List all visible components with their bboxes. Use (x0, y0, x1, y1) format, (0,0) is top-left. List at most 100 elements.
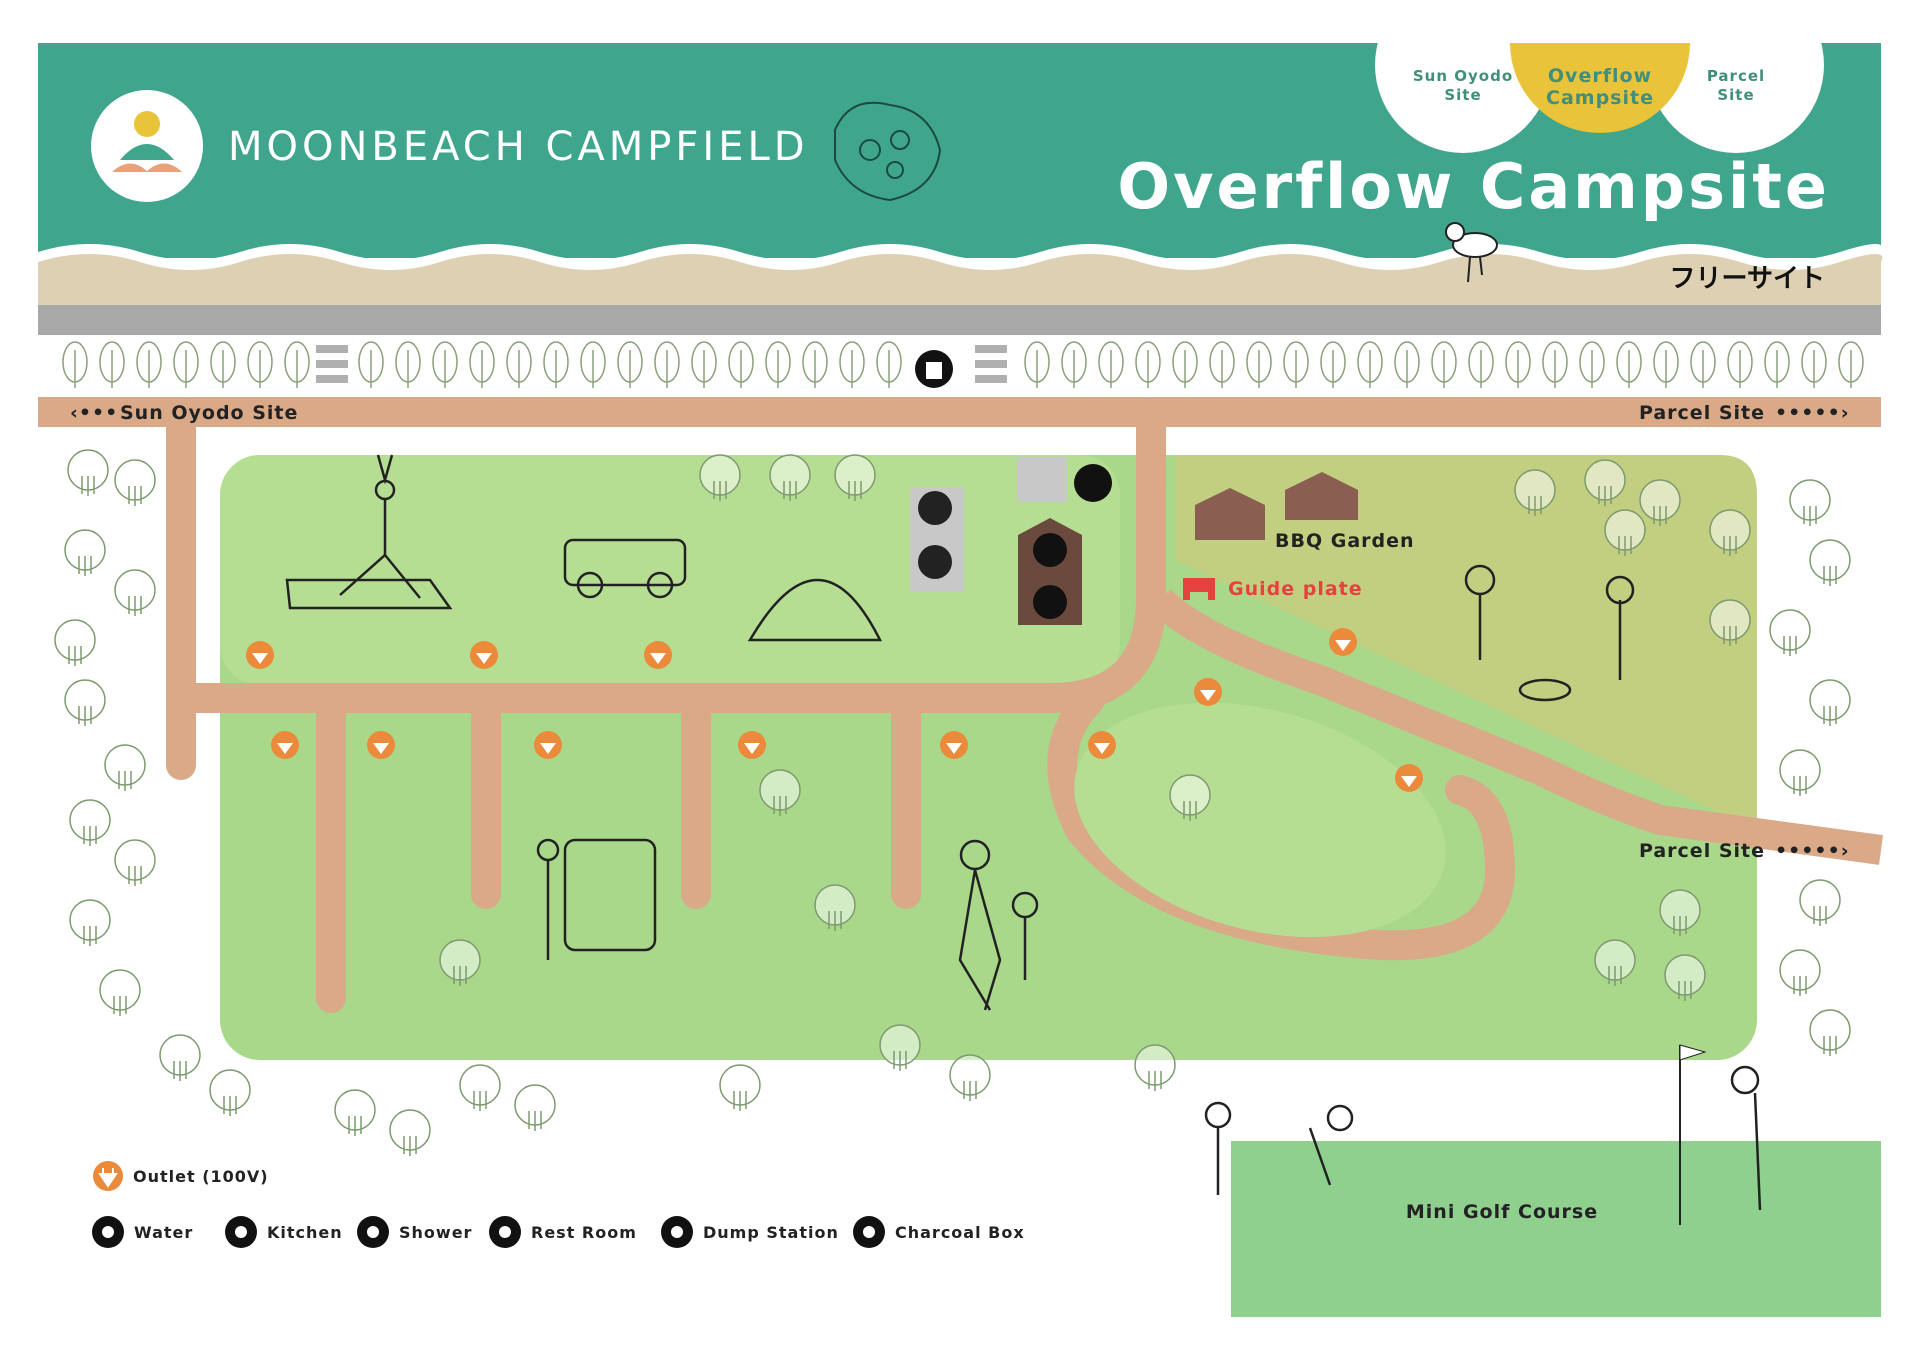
hands-illustration-icon (834, 101, 942, 202)
restroom-icon (918, 545, 952, 579)
tree-icon (1320, 341, 1346, 388)
charcoal-box-icon (1074, 464, 1112, 502)
outlet-icon (644, 641, 672, 669)
outlet-icon (367, 731, 395, 759)
outlet-icon (940, 731, 968, 759)
tree-icon (389, 1109, 431, 1156)
tree-icon (159, 1034, 201, 1081)
tree-icon (1664, 954, 1706, 1001)
outlet-icon (1088, 731, 1116, 759)
bbq-garden-label: BBQ Garden (1275, 530, 1415, 552)
tree-icon (1764, 341, 1790, 388)
tree-icon (1431, 341, 1457, 388)
tree-icon (699, 454, 741, 501)
tree-icon (1616, 341, 1642, 388)
tent-illustration (747, 578, 883, 642)
tree-icon (247, 341, 273, 388)
tree-icon (99, 341, 125, 388)
tree-icon (69, 799, 111, 846)
tree-icon (62, 341, 88, 388)
tree-icon (1024, 341, 1050, 388)
legend-restroom: Rest Room (489, 1216, 637, 1248)
outlet-icon (1395, 764, 1423, 792)
svg-text:Rest Room: Rest Room (531, 1223, 637, 1242)
tree-icon (1727, 341, 1753, 388)
svg-text:Water: Water (134, 1223, 193, 1242)
tree-icon (104, 744, 146, 791)
tree-icon (114, 459, 156, 506)
exit-sun-oyodo-site[interactable]: ‹••• Sun Oyodo Site (70, 402, 298, 424)
tree-icon (432, 341, 458, 388)
outlet-icon (1194, 678, 1222, 706)
tree-icon (769, 454, 811, 501)
tree-icon (1809, 679, 1851, 726)
outlet-icon (1329, 628, 1357, 656)
tree-icon (834, 454, 876, 501)
tree-icon (439, 939, 481, 986)
tree-icon (719, 1064, 761, 1111)
tree-icon (1357, 341, 1383, 388)
tree-icon (1604, 509, 1646, 556)
tree-icon (1789, 479, 1831, 526)
page-subtitle-jp: フリーサイト (1670, 264, 1825, 294)
svg-text:Overflow: Overflow (1548, 65, 1652, 87)
bbq-area (1175, 455, 1757, 830)
svg-text:•••••›: •••••› (1775, 840, 1850, 862)
tree-icon (67, 449, 109, 496)
tree-icon (759, 769, 801, 816)
tree-icon (1639, 479, 1681, 526)
mini-golf-label: Mini Golf Course (1406, 1201, 1598, 1223)
svg-text:Site: Site (1717, 86, 1754, 104)
upper-lawn (220, 455, 1120, 685)
tree-icon (64, 679, 106, 726)
svg-text:Kitchen: Kitchen (267, 1223, 343, 1242)
tree-icon (1246, 341, 1272, 388)
tree-icon (802, 341, 828, 388)
tree-icon (64, 529, 106, 576)
outlet-icon (470, 641, 498, 669)
jeep-illustration (563, 538, 687, 599)
logo (91, 90, 203, 202)
tree-icon (1283, 341, 1309, 388)
tree-icon (1779, 749, 1821, 796)
tree-icon (1579, 341, 1605, 388)
sand-band (38, 254, 1883, 305)
tree-icon (654, 341, 680, 388)
tree-icon (1809, 539, 1851, 586)
tree-icon (1709, 599, 1751, 646)
svg-text:Dump Station: Dump Station (703, 1223, 839, 1242)
tree-icon (334, 1089, 376, 1136)
svg-text:Sun Oyodo Site: Sun Oyodo Site (120, 402, 298, 424)
outlet-icon (271, 731, 299, 759)
tree-icon (1394, 341, 1420, 388)
tree-icon (114, 839, 156, 886)
trees (54, 449, 1851, 1156)
svg-text:Guide plate: Guide plate (1228, 578, 1363, 600)
bird-icon (1445, 222, 1498, 283)
svg-text:Campsite: Campsite (1546, 87, 1654, 109)
exit-parcel-site-mid[interactable]: Parcel Site •••••› (1639, 840, 1850, 862)
tree-icon (1134, 1044, 1176, 1091)
site-tabs: Sun Oyodo Site Parcel Site Overflow Camp… (1300, 0, 1860, 153)
svg-text:Sun Oyodo: Sun Oyodo (1413, 67, 1513, 85)
tree-icon (1061, 341, 1087, 388)
kitchen-icon (1033, 585, 1067, 619)
facility-building (910, 457, 1112, 625)
legend-shower: Shower (357, 1216, 471, 1248)
tree-icon (1209, 341, 1235, 388)
tree-icon (358, 341, 384, 388)
exit-parcel-site-top[interactable]: Parcel Site •••••› (1639, 402, 1850, 424)
tree-icon (949, 1054, 991, 1101)
tree-icon (69, 899, 111, 946)
guide-plate[interactable]: Guide plate (1183, 578, 1363, 600)
tree-icon (691, 341, 717, 388)
flag-icon (1679, 1044, 1707, 1225)
tree-icon (136, 341, 162, 388)
brand-name: MOONBEACH CAMPFIELD (228, 124, 809, 170)
legend-water: Water (92, 1216, 193, 1248)
water-icon (1033, 533, 1067, 567)
tree-icon (1172, 341, 1198, 388)
tree-icon (1584, 459, 1626, 506)
car-loading-illustration (536, 838, 657, 960)
